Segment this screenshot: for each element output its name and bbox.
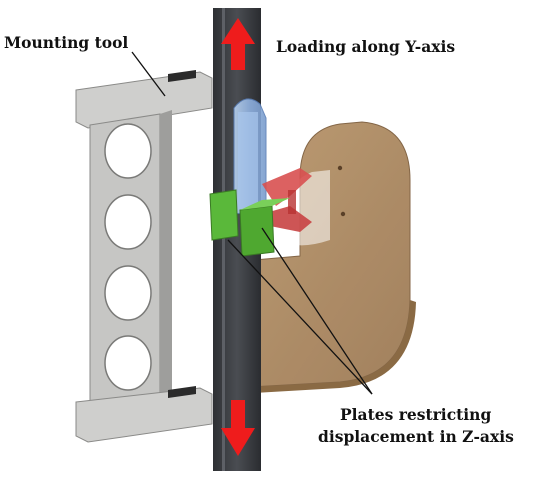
mount-bottom-slot [168,386,196,398]
arrow-down-shape [221,400,255,456]
mount-top-flange [75,71,213,129]
bar-highlight [222,8,225,471]
green-plate-left [209,189,239,241]
mounting-tool [75,70,213,443]
label-mounting-tool: Mounting tool [4,33,128,52]
mount-plate-side [160,110,172,405]
upper-grip [233,98,267,215]
mount-hole-2 [104,194,152,250]
arrow-up-shape [221,18,255,70]
holder-body [231,121,411,389]
green-plates [209,189,290,257]
leader-plate-right [261,227,373,395]
mount-hole-4 [104,335,152,391]
leader-plate-left [227,239,373,395]
mount-top-slot [168,70,196,82]
blue-grip-face [238,112,258,210]
specimen [262,168,312,232]
label-plates-line2: displacement in Z-axis [318,427,514,446]
holder-bolt-2 [340,211,346,217]
label-loading: Loading along Y-axis [276,37,455,56]
red-specimen-lower [262,206,312,232]
arrow-up [221,18,255,70]
red-specimen-upper [262,168,312,206]
label-plates-line1: Plates restricting [340,405,491,424]
mount-hole-3 [104,265,152,321]
mount-bottom-flange [75,387,213,443]
red-specimen-link [288,190,296,214]
green-plate-right [239,205,275,257]
holder-bolt-1 [337,165,343,171]
arrow-down [221,400,255,456]
leader-mounting-tool [131,51,166,97]
mount-hole-1 [104,123,152,179]
green-plate-top [240,198,290,210]
